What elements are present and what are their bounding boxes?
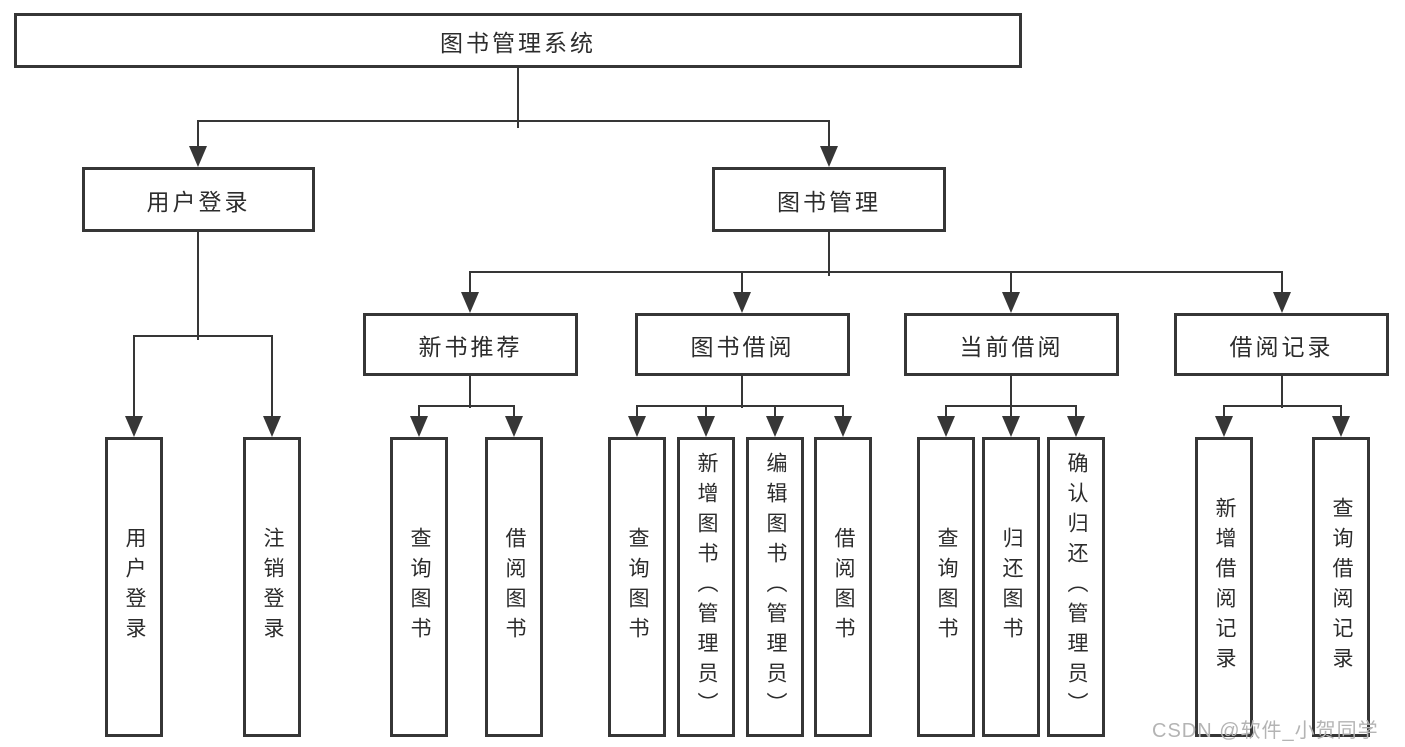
leaf-borrow-books-1-label: 借阅图书 <box>503 527 526 647</box>
leaf-borrow-books-1: 借阅图书 <box>485 437 543 737</box>
connector-user-login-stem <box>197 232 199 340</box>
leaf-query-books-3-label: 查询图书 <box>935 527 958 647</box>
node-borrowing-records: 借阅记录 <box>1174 313 1389 376</box>
leaf-logout: 注销登录 <box>243 437 301 737</box>
leaf-borrow-books-2-label: 借阅图书 <box>832 527 855 647</box>
arrow-to-leaf-add-record <box>1215 405 1233 437</box>
node-root-system: 图书管理系统 <box>14 13 1022 68</box>
leaf-confirm-return-admin: 确认归还（管理员） <box>1047 437 1105 737</box>
leaf-confirm-return-admin-label: 确认归还（管理员） <box>1065 452 1088 722</box>
connector-book-borrow-stem <box>741 376 743 408</box>
leaf-edit-book-admin: 编辑图书（管理员） <box>746 437 804 737</box>
leaf-edit-book-admin-label: 编辑图书（管理员） <box>764 452 787 722</box>
arrow-to-borrowing-records <box>1273 271 1291 313</box>
leaf-logout-label: 注销登录 <box>261 527 284 647</box>
arrow-to-leaf-borrow-books-1 <box>505 405 523 437</box>
connector-new-book-stem <box>469 376 471 408</box>
leaf-add-book-admin: 新增图书（管理员） <box>677 437 735 737</box>
connector-book-management-stem <box>828 232 830 276</box>
leaf-query-books-2: 查询图书 <box>608 437 666 737</box>
node-book-management: 图书管理 <box>712 167 946 232</box>
arrow-to-leaf-user-login <box>125 335 143 437</box>
leaf-user-login: 用户登录 <box>105 437 163 737</box>
node-book-borrowing-label: 图书借阅 <box>690 333 795 360</box>
node-current-borrowing: 当前借阅 <box>904 313 1119 376</box>
arrow-to-leaf-logout <box>263 335 281 437</box>
arrow-to-book-management <box>820 120 838 167</box>
leaf-add-book-admin-label: 新增图书（管理员） <box>695 452 718 722</box>
csdn-watermark: CSDN @软件_小贺同学 <box>1152 720 1379 742</box>
leaf-return-books-label: 归还图书 <box>1000 527 1023 647</box>
arrow-to-book-borrowing <box>733 271 751 313</box>
leaf-add-borrow-record-label: 新增借阅记录 <box>1213 497 1236 677</box>
node-root-label: 图书管理系统 <box>440 29 596 56</box>
leaf-query-books-1: 查询图书 <box>390 437 448 737</box>
arrow-to-leaf-query-record <box>1332 405 1350 437</box>
leaf-query-borrow-record-label: 查询借阅记录 <box>1330 497 1353 677</box>
leaf-query-books-1-label: 查询图书 <box>408 527 431 647</box>
arrow-to-new-book-recommend <box>461 271 479 313</box>
connector-root-stem <box>517 68 519 128</box>
connector-user-login-bus <box>133 335 273 337</box>
connector-borrow-records-bus <box>1223 405 1342 407</box>
leaf-borrow-books-2: 借阅图书 <box>814 437 872 737</box>
leaf-return-books: 归还图书 <box>982 437 1040 737</box>
node-borrowing-records-label: 借阅记录 <box>1229 333 1334 360</box>
arrow-to-leaf-confirm-return <box>1067 405 1085 437</box>
connector-new-book-bus <box>418 405 515 407</box>
connector-borrow-records-stem <box>1281 376 1283 408</box>
arrow-to-leaf-return-books <box>1002 405 1020 437</box>
node-book-borrowing: 图书借阅 <box>635 313 850 376</box>
leaf-query-books-3: 查询图书 <box>917 437 975 737</box>
node-user-login-label: 用户登录 <box>146 188 251 215</box>
connector-level3-bus <box>469 271 1283 273</box>
connector-current-borrow-stem <box>1010 376 1012 408</box>
arrow-to-user-login <box>189 120 207 167</box>
node-new-book-recommend-label: 新书推荐 <box>418 333 523 360</box>
arrow-to-current-borrowing <box>1002 271 1020 313</box>
node-user-login: 用户登录 <box>82 167 315 232</box>
arrow-to-leaf-edit-book <box>766 405 784 437</box>
arrow-to-leaf-query-books-3 <box>937 405 955 437</box>
node-book-management-label: 图书管理 <box>777 188 881 215</box>
leaf-add-borrow-record: 新增借阅记录 <box>1195 437 1253 737</box>
leaf-query-borrow-record: 查询借阅记录 <box>1312 437 1370 737</box>
node-current-borrowing-label: 当前借阅 <box>959 333 1064 360</box>
leaf-query-books-2-label: 查询图书 <box>626 527 649 647</box>
arrow-to-leaf-query-books-1 <box>410 405 428 437</box>
node-new-book-recommend: 新书推荐 <box>363 313 578 376</box>
arrow-to-leaf-query-books-2 <box>628 405 646 437</box>
arrow-to-leaf-borrow-books-2 <box>834 405 852 437</box>
leaf-user-login-label: 用户登录 <box>123 527 146 647</box>
connector-level2-bus <box>197 120 830 122</box>
connector-book-borrow-bus <box>636 405 844 407</box>
arrow-to-leaf-add-book <box>697 405 715 437</box>
